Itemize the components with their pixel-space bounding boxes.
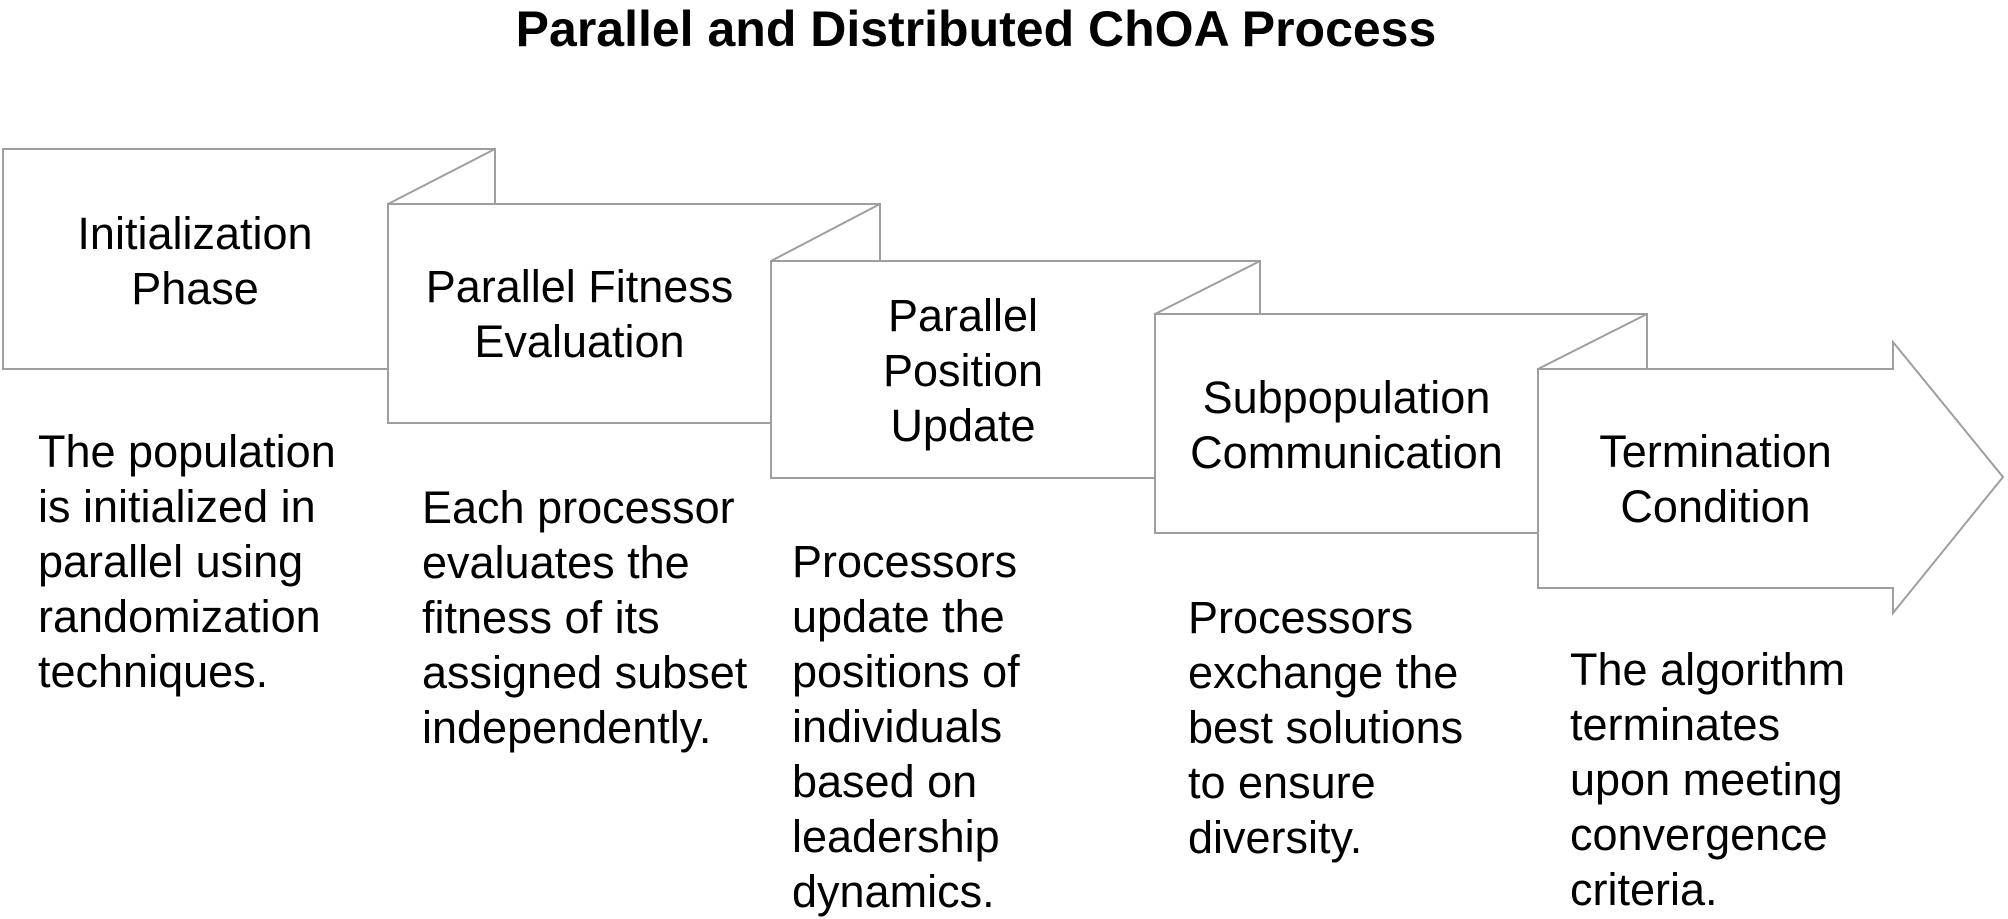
fold-line-2 [770,203,881,262]
stage-label-subpopulation-communication: Subpopulation Communication [1190,372,1503,478]
stage-label-initialization-phase: Initialization Phase [77,208,313,314]
stage-label-termination-condition: Termination Condition [1599,426,1832,532]
stage-label-parallel-position-update: Parallel Position Update [882,290,1044,451]
stage-description-subpopulation-communication: Processors exchange the best solutions t… [1188,592,1464,863]
stage-description-initialization-phase: The population is initialized in paralle… [38,426,336,697]
process-panels [2,148,2005,616]
fold-line-1 [387,148,496,205]
stage-label-parallel-fitness-evaluation: Parallel Fitness Evaluation [425,261,734,367]
fold-line-3 [1154,260,1261,315]
diagram-title: Parallel and Distributed ChOA Process [515,1,1437,57]
stage-description-parallel-position-update: Processors update the positions of indiv… [792,536,1020,917]
stage-description-termination-condition: The algorithm terminates upon meeting co… [1570,644,1846,915]
fold-line-4 [1537,313,1648,370]
stage-panel-termination-arrow [1537,339,2005,616]
stage-description-parallel-fitness-evaluation: Each processor evaluates the fitness of … [422,482,748,753]
